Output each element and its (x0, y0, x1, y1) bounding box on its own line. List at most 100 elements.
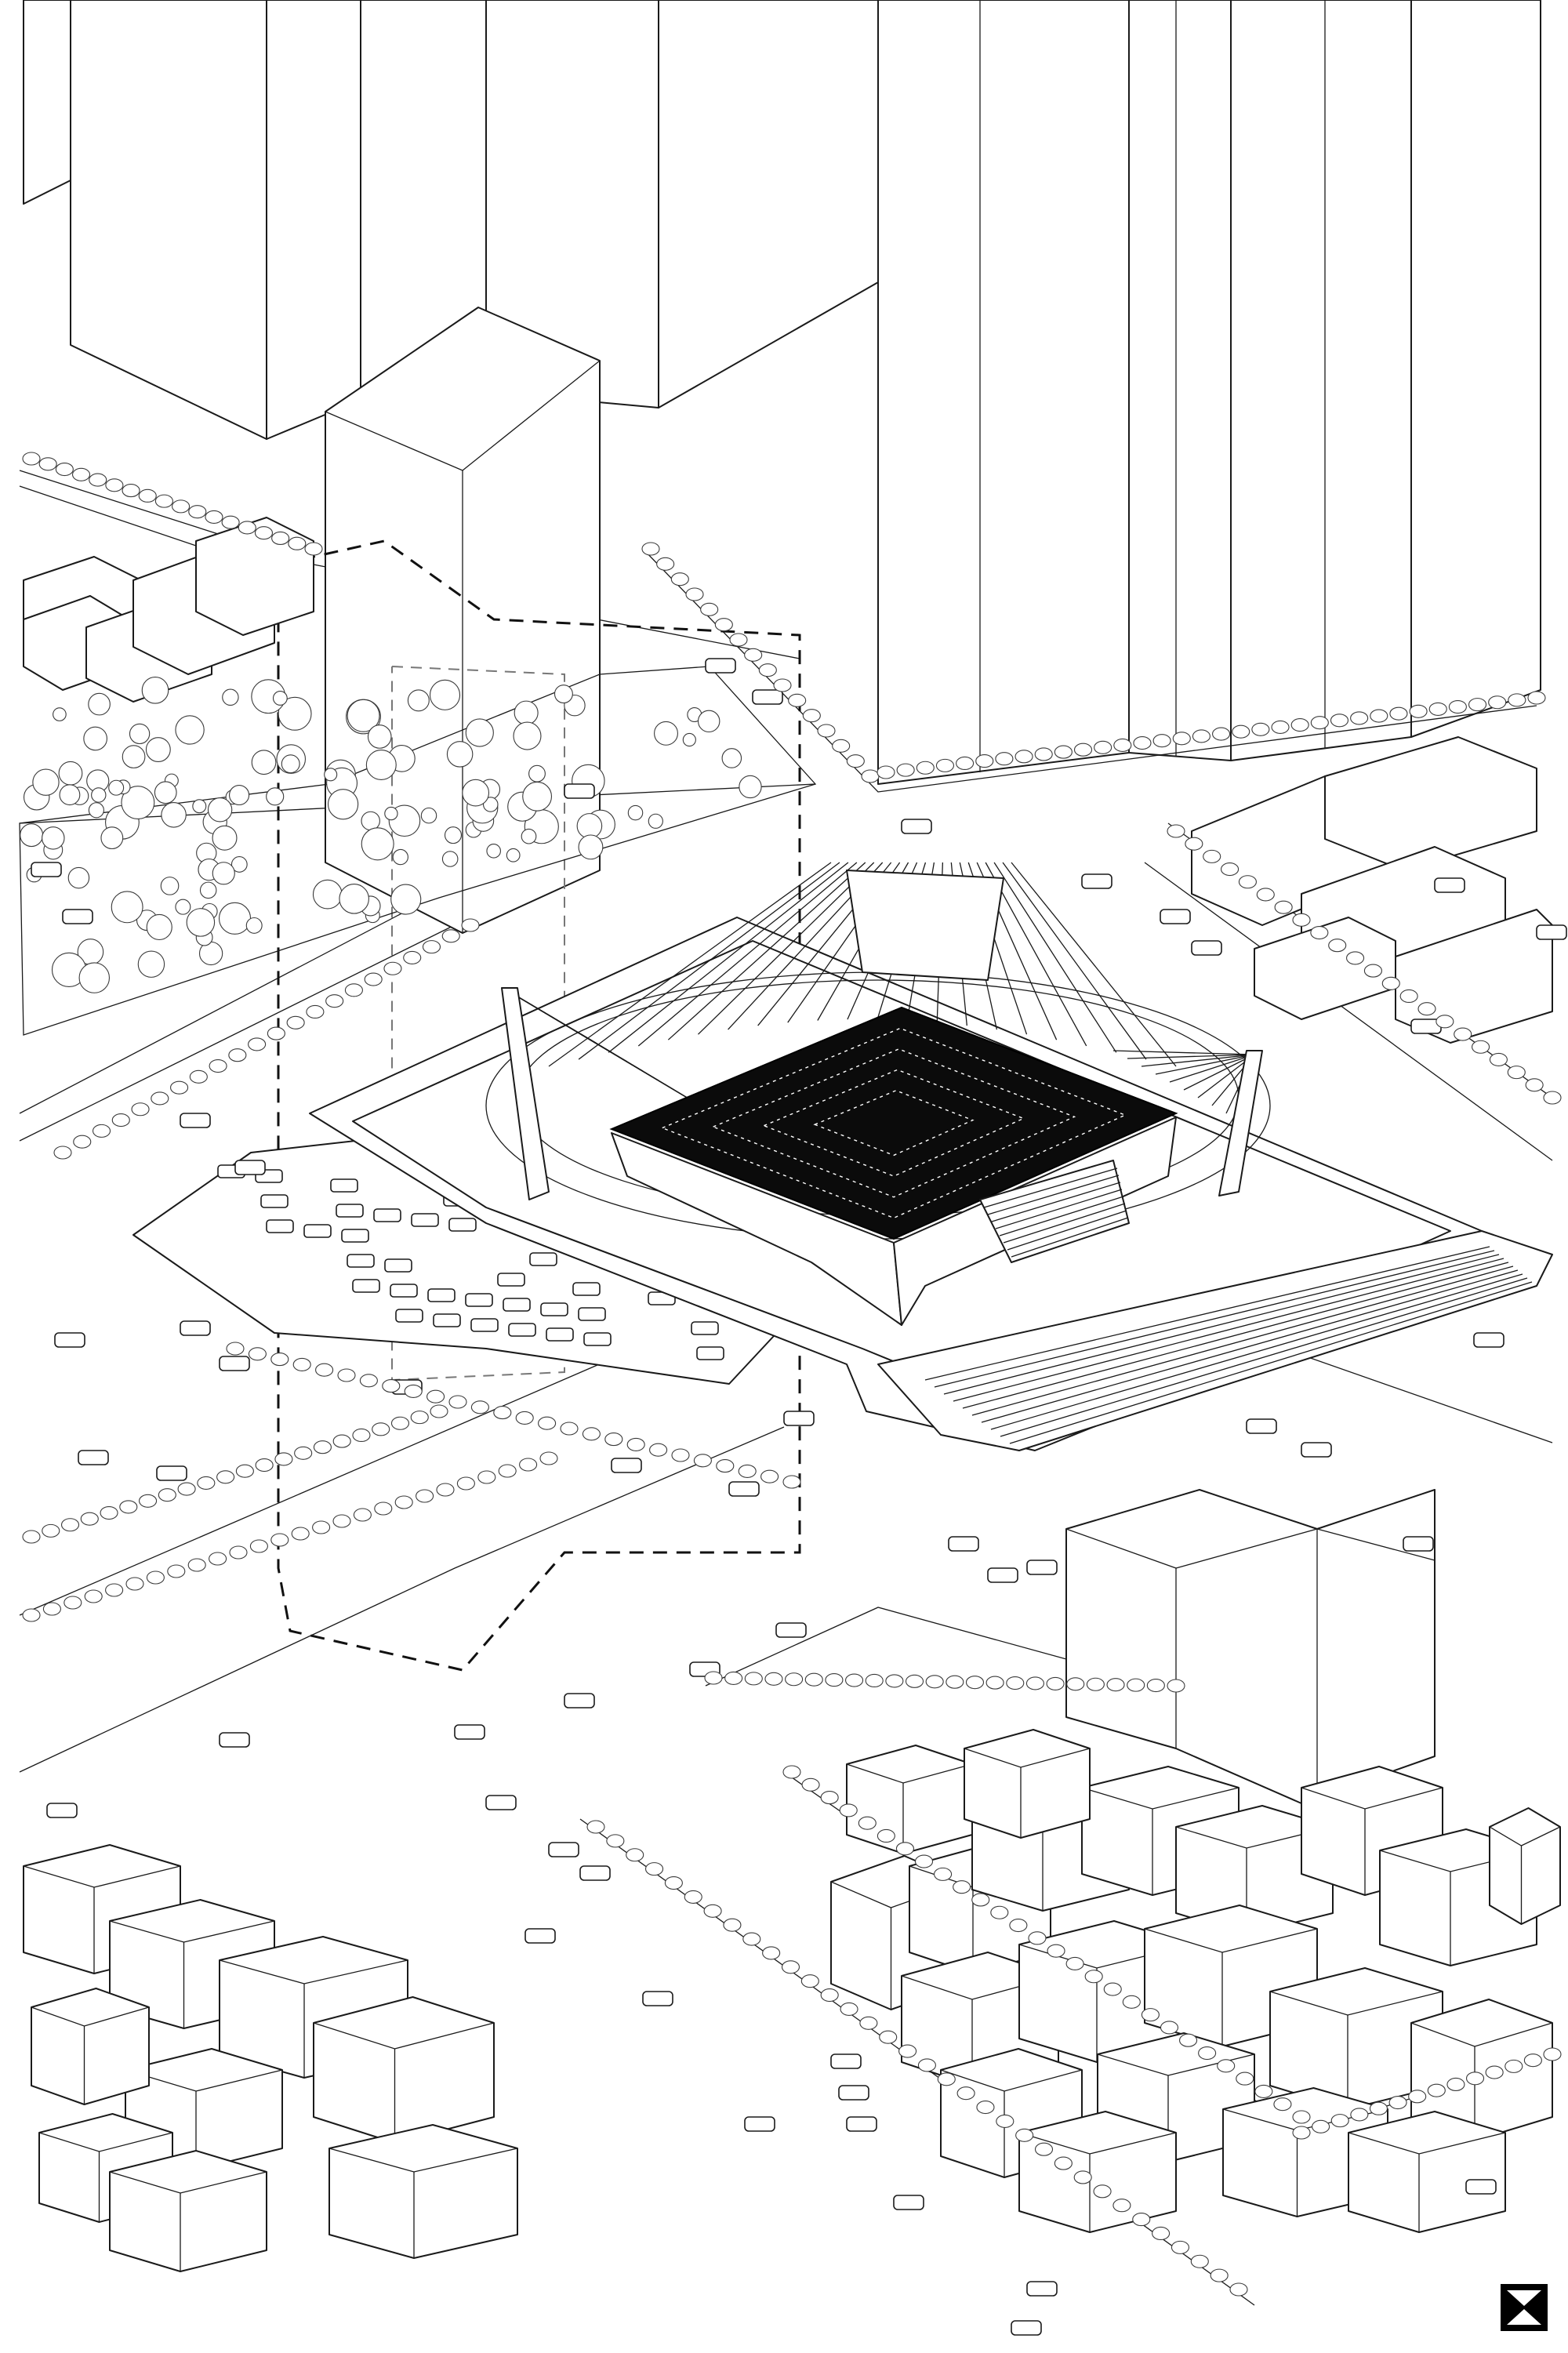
seating-row (711, 1048, 1076, 1198)
street-tree (877, 1828, 895, 1843)
parked-car (303, 1224, 332, 1238)
vehicle (564, 1693, 595, 1708)
street-tree (1525, 1078, 1544, 1092)
street-tree (1417, 1002, 1436, 1016)
park-tree (420, 807, 437, 824)
vehicle (728, 1481, 760, 1497)
street-tree (313, 1440, 332, 1454)
street-tree (209, 1058, 227, 1073)
street-tree (498, 1464, 517, 1478)
vehicles (31, 658, 1567, 2336)
mid-block (1065, 1489, 1436, 1804)
street-tree (1310, 925, 1329, 940)
street-tree (1172, 732, 1191, 746)
vehicle (1246, 1418, 1277, 1434)
street-tree (270, 1533, 289, 1547)
roof-cable (1127, 1054, 1255, 1059)
street-tree (785, 1672, 804, 1687)
park-tree (407, 689, 430, 712)
seating-row (813, 1090, 975, 1157)
street-tree (122, 484, 140, 498)
street-tree (1446, 2077, 1465, 2092)
street-tree (42, 1602, 61, 1616)
street-tree (248, 1037, 267, 1051)
street-tree (1093, 2184, 1112, 2199)
street-tree (781, 1960, 800, 1974)
low-rise-block (313, 1996, 495, 2144)
park-tree (175, 715, 205, 745)
ramp-step (934, 1250, 1495, 1388)
street-tree (248, 1347, 267, 1361)
street-tree (100, 1505, 118, 1520)
street-tree (1271, 720, 1290, 734)
street-tree (332, 1434, 351, 1448)
street-tree (1388, 2095, 1407, 2110)
street-tree (1171, 2240, 1190, 2254)
street-tree (312, 1520, 331, 1534)
parked-car (540, 1302, 568, 1316)
parked-car (427, 1288, 456, 1302)
street-tree (914, 1854, 934, 1868)
street-tree (1330, 714, 1349, 728)
street-tree (1192, 729, 1210, 743)
roof-cable (1112, 1050, 1255, 1055)
vehicle (564, 783, 595, 799)
street-tree (1310, 716, 1329, 730)
ramp-step (971, 1265, 1514, 1416)
street-tree (684, 1890, 702, 1904)
stair-step (1003, 1203, 1126, 1244)
park-tree (272, 691, 288, 706)
street-tree (840, 2002, 858, 2016)
ramp-step (990, 1273, 1523, 1430)
street-tree (436, 1483, 455, 1497)
park-tree (192, 799, 207, 814)
park-tree (218, 902, 252, 935)
street-tree (477, 1470, 496, 1484)
street-tree (188, 505, 207, 519)
street-tree (760, 1469, 779, 1483)
parked-car (583, 1332, 612, 1346)
high-rise-cluster (23, 0, 1541, 785)
street-tree (1065, 1956, 1084, 1970)
vehicle (893, 2195, 924, 2210)
street-tree (1399, 989, 1418, 1004)
street-tree (879, 2030, 898, 2044)
park-tree (59, 784, 81, 806)
street-tree (286, 1015, 305, 1029)
park-tree (212, 862, 235, 885)
street-tree (626, 1437, 645, 1451)
street-tree (1009, 1919, 1028, 1933)
street-tree (238, 521, 256, 535)
roof-cable (698, 862, 875, 1035)
street-tree (1312, 2119, 1330, 2133)
street-tree (53, 1146, 72, 1160)
roof-cable (1002, 862, 1147, 1060)
x-square-icon (1501, 2284, 1548, 2331)
street-tree (1472, 1040, 1490, 1054)
street-tree (1363, 964, 1382, 978)
vehicle (31, 862, 62, 877)
street-tree (404, 1384, 423, 1398)
street-tree (956, 2086, 975, 2101)
vehicle (1081, 873, 1112, 889)
street-tree (42, 1523, 60, 1538)
park-tree (513, 721, 542, 750)
street-tree (1485, 2065, 1504, 2079)
parked-car (411, 1213, 439, 1227)
street-tree (946, 1675, 964, 1689)
street-tree (885, 1674, 904, 1688)
street-tree (703, 1904, 722, 1918)
low-rise-block (964, 1729, 1091, 1839)
street-tree (146, 1570, 165, 1585)
street-tree (1113, 738, 1132, 753)
street-tree (325, 994, 344, 1008)
park-tree (266, 787, 285, 806)
street-tree (704, 1671, 723, 1685)
street-tree (606, 1834, 625, 1848)
street-tree (461, 918, 480, 932)
street-tree (493, 1406, 512, 1420)
vehicle (180, 1113, 211, 1128)
vehicle (78, 1450, 109, 1465)
street-tree (845, 1673, 864, 1687)
street-tree (267, 1026, 285, 1040)
